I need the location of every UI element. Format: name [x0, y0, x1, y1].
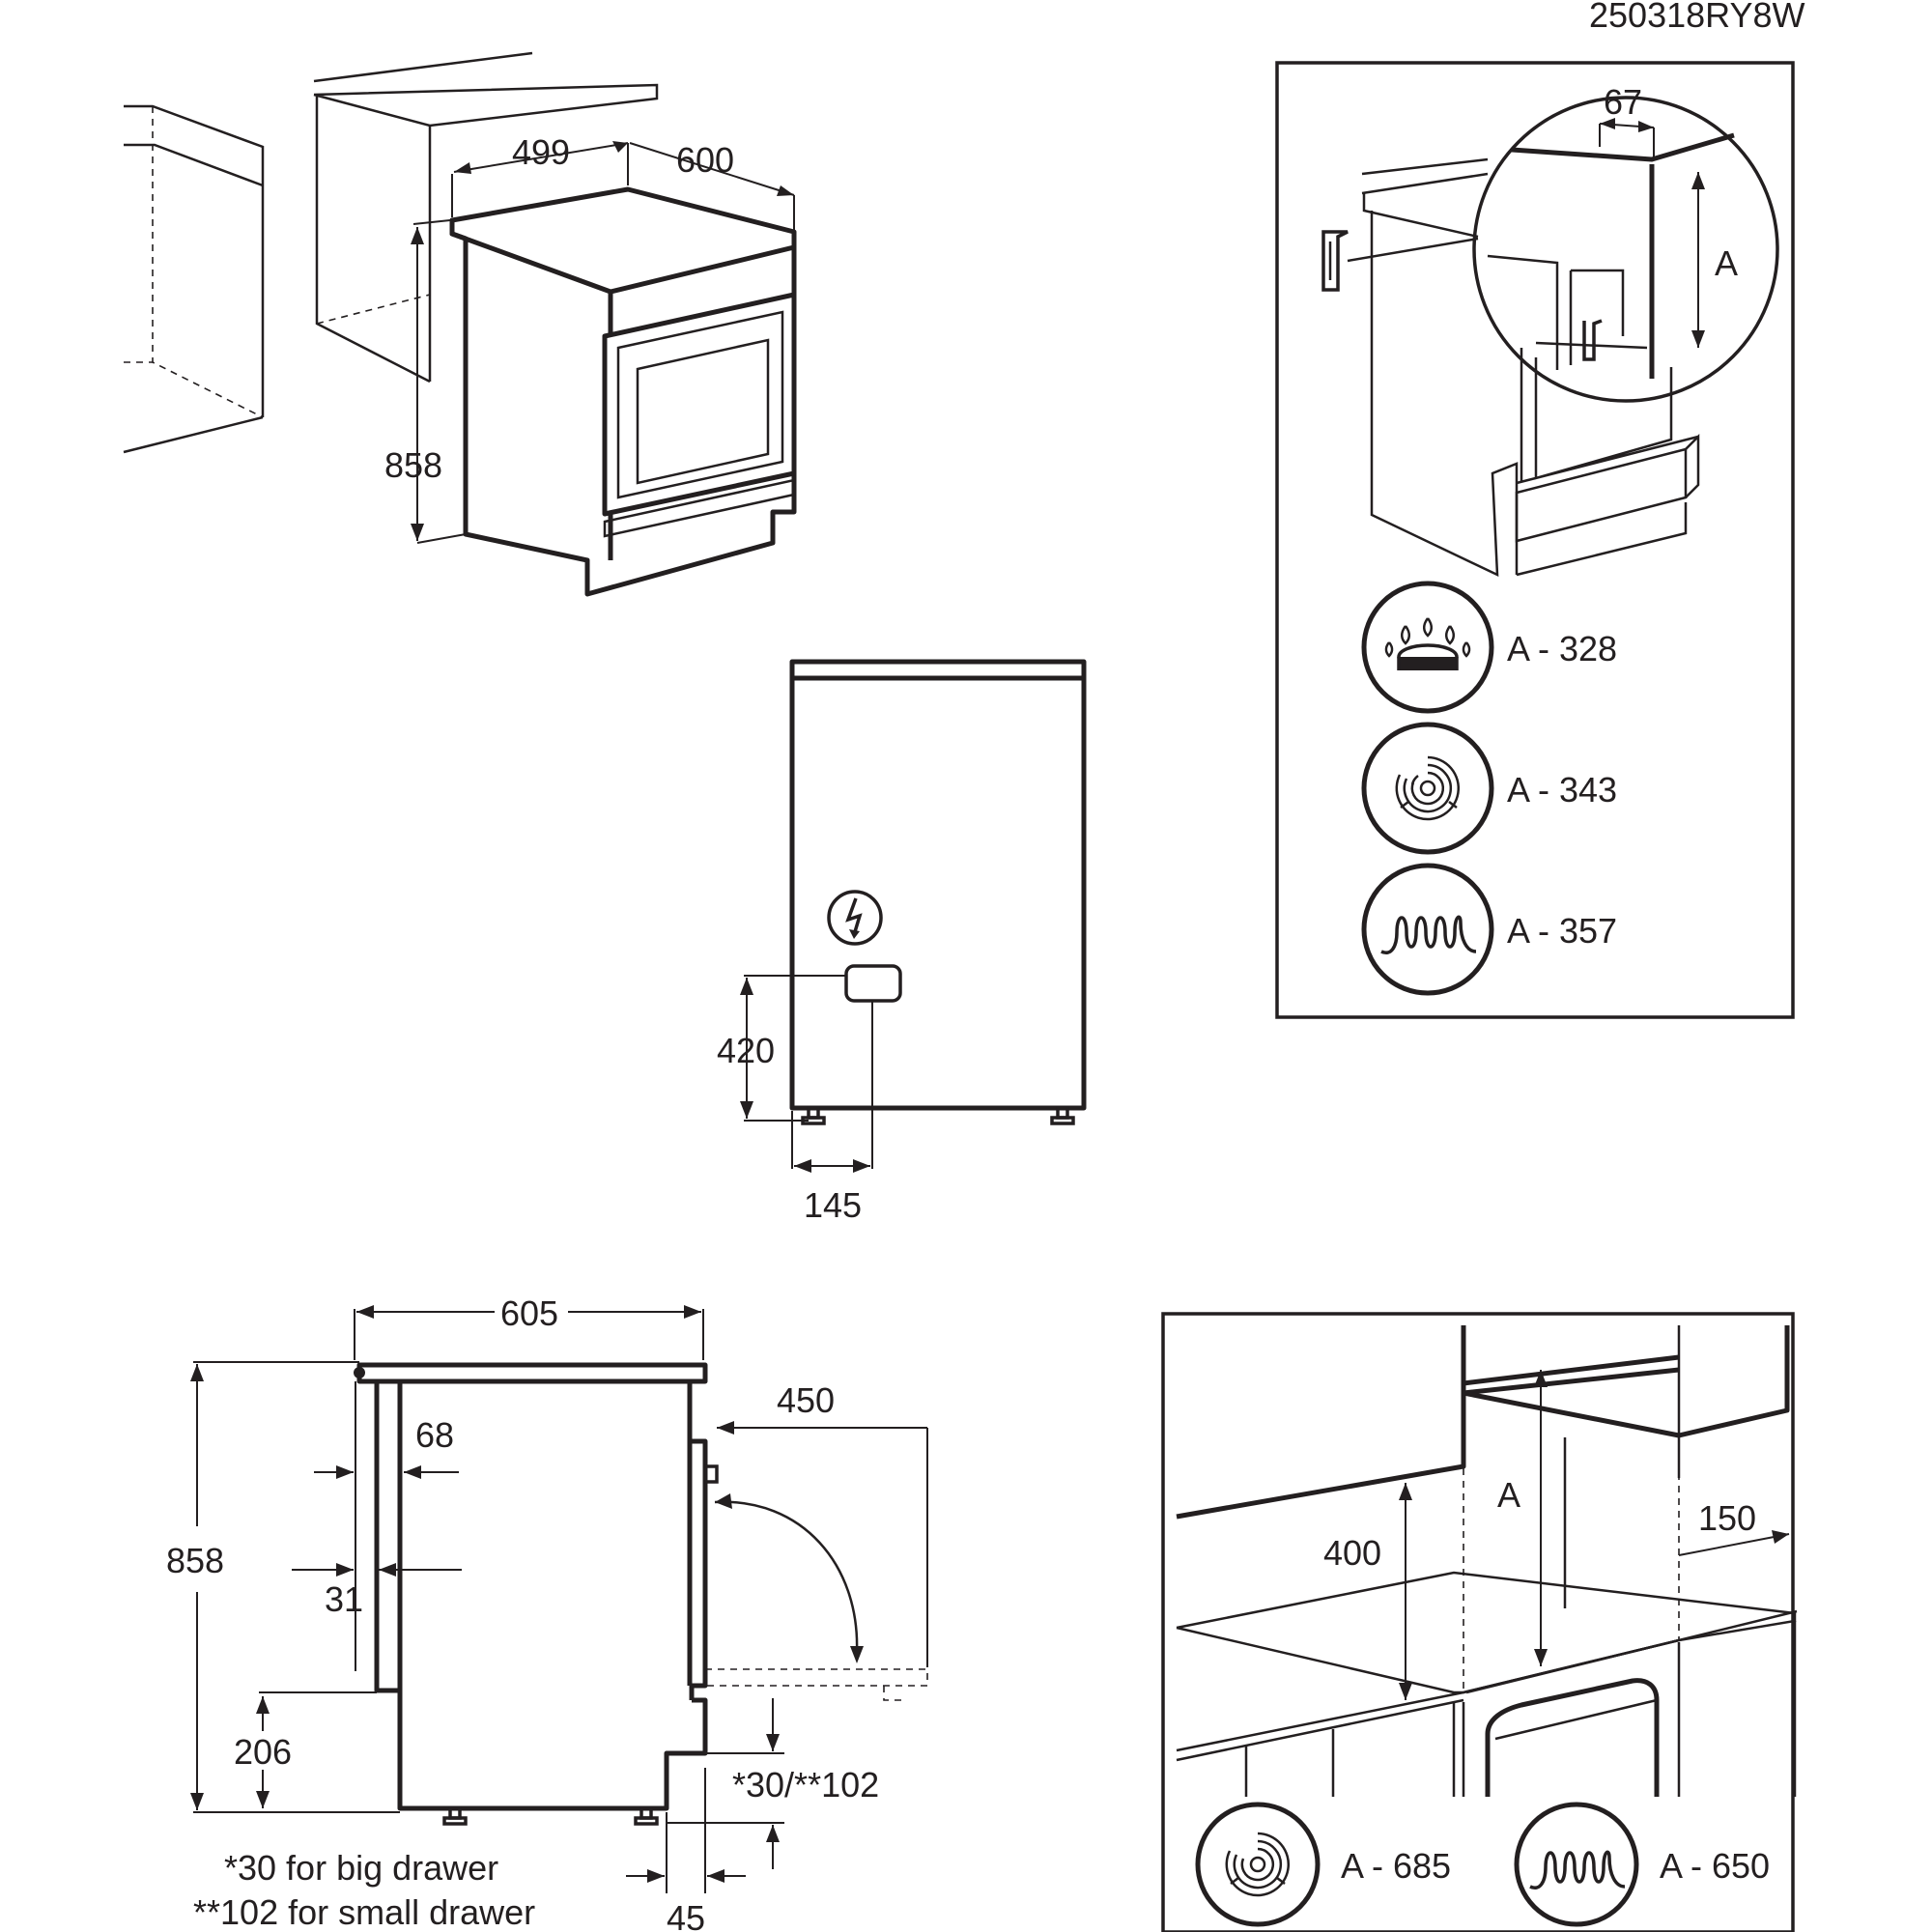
- dim-150: 150: [1698, 1498, 1756, 1538]
- dim-door-swing: 450: [777, 1380, 835, 1420]
- dim-mid-offset: 31: [325, 1579, 363, 1619]
- note-small-drawer: **102 for small drawer: [193, 1892, 535, 1932]
- hood-panel: 400 A 150 A - 685 A - 650: [1161, 1312, 1798, 1932]
- note-big-drawer: *30 for big drawer: [224, 1848, 498, 1888]
- dim-side-height: 858: [166, 1541, 224, 1580]
- radiant-coil-icon: [1514, 1802, 1639, 1927]
- ceramic-hob-icon: [1195, 1802, 1321, 1927]
- gas-burner-icon: [1361, 581, 1494, 714]
- hood-label-1: A - 685: [1341, 1846, 1451, 1886]
- dim-depth: 499: [512, 132, 570, 172]
- radiant-coil-icon: [1361, 863, 1494, 996]
- dim-67: 67: [1604, 82, 1642, 122]
- rear-view: 420 145: [717, 659, 1087, 1225]
- dim-top-offset: 68: [415, 1415, 454, 1455]
- dim-height: 858: [384, 445, 442, 485]
- side-view: 605 858 68 31 450 206: [166, 1293, 928, 1932]
- electric-hazard-icon: [827, 890, 883, 946]
- clearance-label-1: A - 328: [1507, 629, 1617, 668]
- dim-lower-height: 206: [234, 1732, 292, 1772]
- hood-label-2: A - 650: [1660, 1846, 1770, 1886]
- dim-connection-height: 420: [717, 1031, 775, 1070]
- dim-400: 400: [1323, 1533, 1381, 1573]
- label-a-hood: A: [1497, 1475, 1520, 1515]
- clearance-panel: 67 A A - 328 A - 343 A - 357: [1275, 61, 1795, 1019]
- clearance-label-3: A - 357: [1507, 911, 1617, 951]
- clearance-label-2: A - 343: [1507, 770, 1617, 810]
- dim-side-width: 605: [500, 1293, 558, 1333]
- dim-width: 600: [676, 140, 734, 180]
- perspective-view: 499 600 858: [123, 51, 797, 597]
- doc-code: 250318RY8W: [1589, 0, 1805, 35]
- label-a-clearance: A: [1715, 243, 1738, 283]
- dim-foot-offset: 45: [667, 1898, 705, 1932]
- dim-drawer-offset: *30/**102: [732, 1765, 879, 1804]
- dim-connection-offset: 145: [804, 1185, 862, 1225]
- ceramic-hob-icon: [1361, 722, 1494, 855]
